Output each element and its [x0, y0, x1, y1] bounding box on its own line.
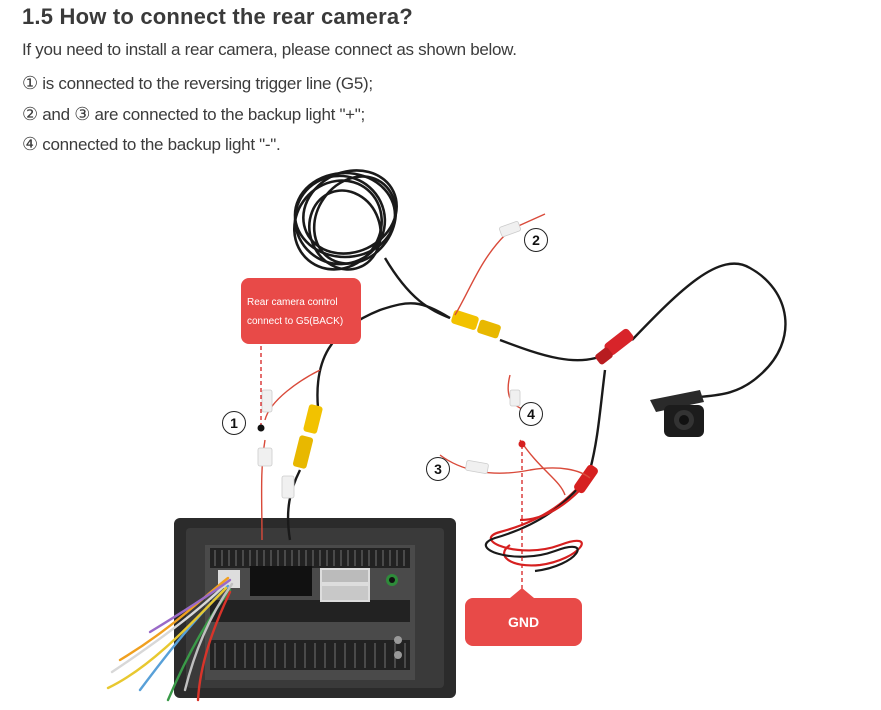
g5-point: [257, 424, 265, 432]
lead-wires: [260, 213, 591, 541]
rear-camera-control-callout: Rear camera control connect to G5(BACK): [241, 278, 361, 344]
leader-lines: [260, 346, 523, 598]
step-2: ② and ③ are connected to the backup ligh…: [22, 104, 365, 125]
gnd-pointer: [510, 588, 534, 598]
step-3-text: connected to the backup light "-".: [42, 135, 281, 154]
intro-text: If you need to install a rear camera, pl…: [22, 40, 517, 59]
wiring-diagram: [106, 169, 787, 702]
gnd-point: [518, 440, 526, 448]
step-3-marker: ④: [22, 134, 38, 154]
page-title: 1.5 How to connect the rear camera?: [22, 4, 413, 29]
wire-number-4: 4: [519, 402, 543, 426]
step-2-text: are connected to the backup light "+";: [94, 105, 365, 124]
step-1: ① is connected to the reversing trigger …: [22, 73, 373, 94]
cable-coil: [293, 169, 398, 271]
red-connector: [595, 328, 634, 365]
head-unit: [174, 518, 456, 698]
step-2-marker-b: ③: [74, 104, 91, 124]
callout-line-2: connect to G5(BACK): [247, 316, 344, 327]
wire-number-1: 1: [222, 411, 246, 435]
yellow-rca-left: [292, 404, 323, 469]
yellow-rca-top: [451, 310, 501, 339]
wire-number-2: 2: [524, 228, 548, 252]
step-2-marker: ②: [22, 104, 38, 124]
callout-line-1: Rear camera control: [247, 297, 338, 308]
harness-wires: [106, 576, 234, 702]
step-3: ④ connected to the backup light "-".: [22, 134, 281, 155]
power-pair: [484, 464, 598, 573]
step-1-marker: ①: [22, 73, 38, 93]
wire-tags: [257, 221, 521, 499]
step-1-text: is connected to the reversing trigger li…: [42, 74, 373, 93]
wire-number-3: 3: [426, 457, 450, 481]
step-2-and: and: [42, 105, 70, 124]
rear-camera-icon: [650, 390, 704, 437]
main-cable: [286, 257, 787, 541]
gnd-label: GND: [465, 598, 582, 646]
